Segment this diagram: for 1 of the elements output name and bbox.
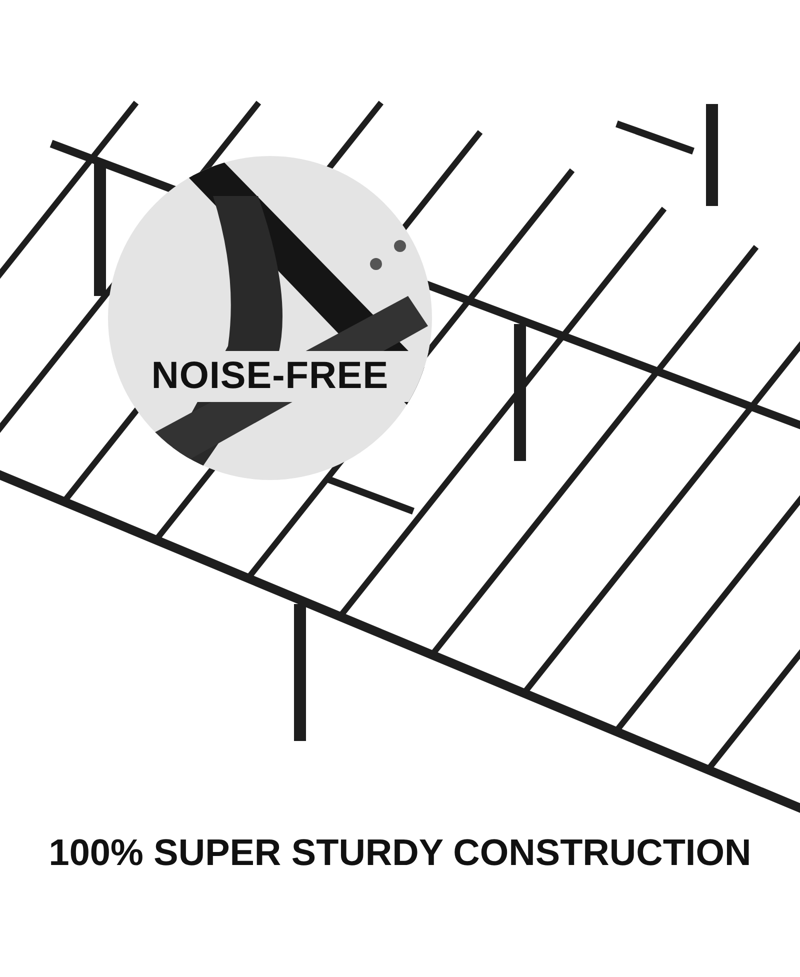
headline-text: 100% SUPER STURDY CONSTRUCTION	[48, 832, 752, 874]
